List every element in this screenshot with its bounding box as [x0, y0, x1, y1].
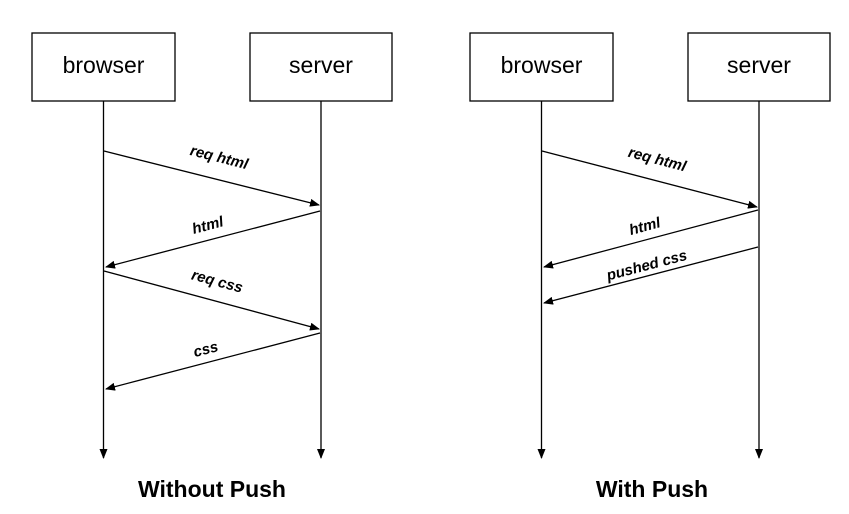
- participant-server-label: server: [289, 52, 353, 78]
- participant-server-box: [249, 32, 393, 102]
- participant-browser-box: [469, 32, 614, 102]
- message-arrow-pushed-css: [543, 246, 759, 305]
- message-arrow-req-html: [541, 150, 758, 209]
- message-label-css: css: [192, 338, 221, 361]
- diagram-without-push: browser server req html html req css css…: [31, 32, 393, 502]
- message-label-pushed-css: pushed css: [604, 247, 689, 285]
- message-label-html: html: [190, 213, 226, 238]
- participant-browser-label: browser: [63, 52, 145, 78]
- message-arrow-css: [105, 332, 321, 391]
- message-label-req-css: req css: [190, 267, 245, 297]
- participant-browser-box: [31, 32, 176, 102]
- message-label-html: html: [627, 214, 663, 239]
- diagram-caption-without-push: Without Push: [138, 476, 286, 502]
- participant-server-label: server: [727, 52, 791, 78]
- participant-server-box: [687, 32, 831, 102]
- diagram-with-push: browser server req html html pushed css …: [469, 32, 831, 502]
- message-arrow-html: [105, 210, 321, 269]
- message-arrow-req-html: [103, 150, 320, 207]
- message-arrow-html: [543, 209, 759, 269]
- message-arrow-req-css: [103, 270, 320, 331]
- message-label-req-html: req html: [188, 142, 250, 173]
- message-label-req-html: req html: [626, 144, 688, 176]
- diagram-caption-with-push: With Push: [596, 476, 708, 502]
- participant-browser-label: browser: [501, 52, 583, 78]
